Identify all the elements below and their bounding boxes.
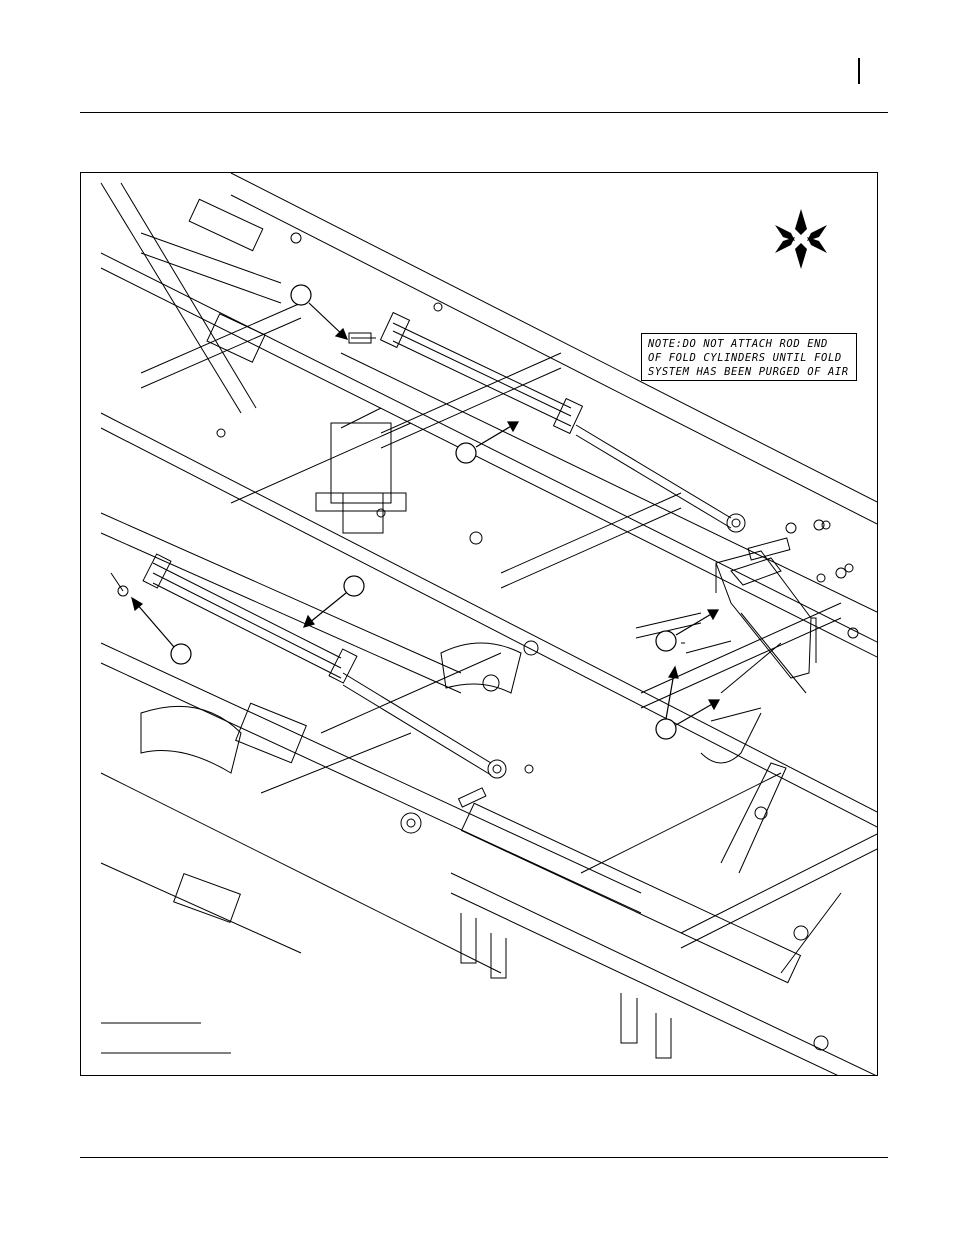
assembly-note: NOTE:DO NOT ATTACH ROD END OF FOLD CYLIN… — [641, 333, 857, 381]
frame-members — [101, 173, 878, 1076]
header-rule — [80, 112, 888, 113]
compass-star-icon — [775, 209, 827, 269]
note-line-3: SYSTEM HAS BEEN PURGED OF AIR — [648, 365, 850, 379]
note-line-2: OF FOLD CYLINDERS UNTIL FOLD — [648, 351, 850, 365]
figure-frame: NOTE:DO NOT ATTACH ROD END OF FOLD CYLIN… — [80, 172, 878, 1076]
page-header-bar — [858, 58, 860, 84]
assembly-drawing — [81, 173, 878, 1076]
callout-4 — [132, 598, 191, 664]
footer-rule — [80, 1157, 888, 1158]
note-line-1: NOTE:DO NOT ATTACH ROD END — [648, 337, 850, 351]
lower-toolbar — [101, 643, 841, 1058]
center-stand — [316, 408, 406, 533]
callout-3 — [304, 576, 364, 627]
callout-1 — [291, 285, 347, 339]
